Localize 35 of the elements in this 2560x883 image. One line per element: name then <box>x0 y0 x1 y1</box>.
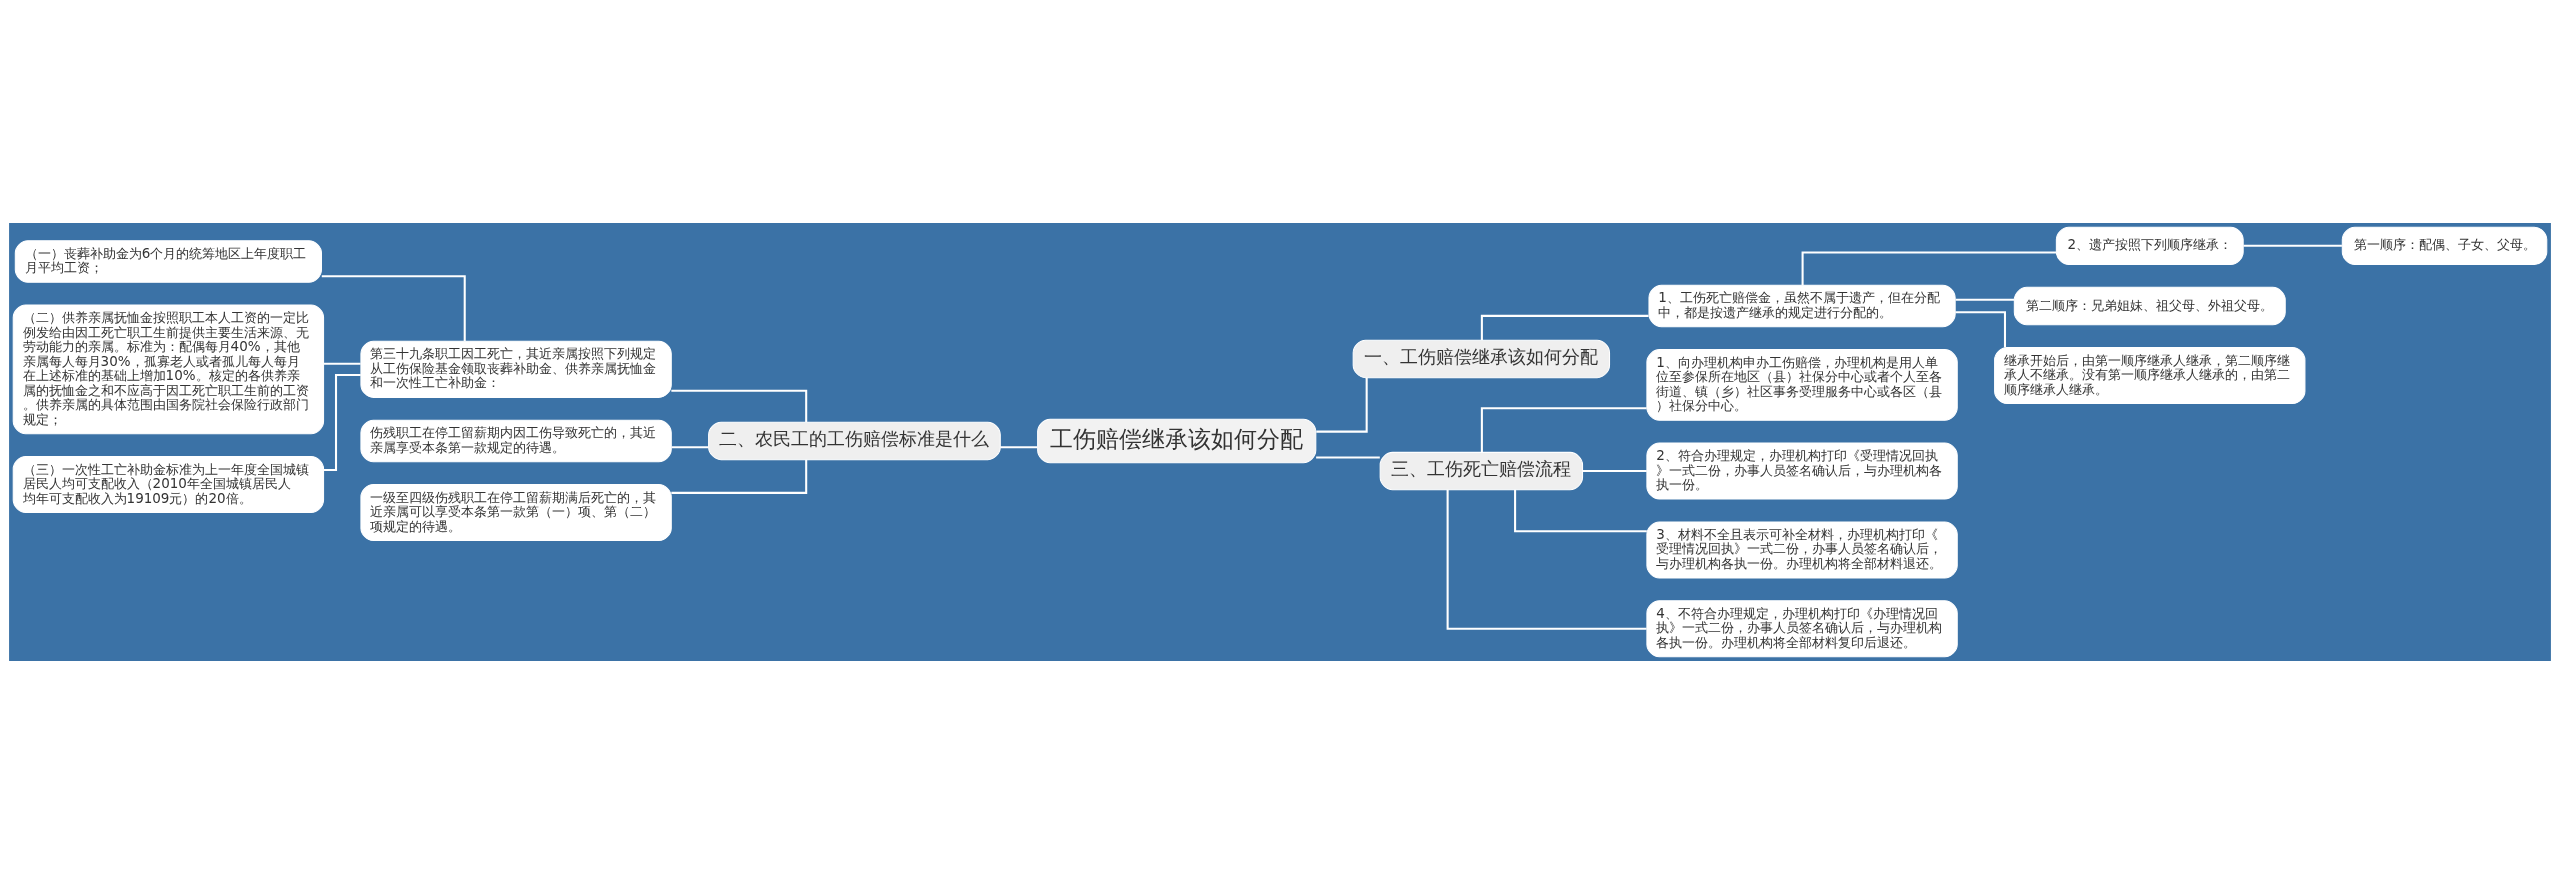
node-box: 1、工伤死亡赔偿金，虽然不属于遗产，但在分配中，都是按遗产继承的规定进行分配的。 <box>1648 284 1956 327</box>
connector <box>671 389 808 422</box>
node-box: 工伤赔偿继承该如何分配 <box>1037 418 1317 463</box>
node-box: 继承开始后，由第一顺序继承人继承，第二顺序继承人不继承。没有第一顺序继承人继承的，由第二顺序继承人继承。 <box>1994 346 2306 404</box>
node-box: 2、符合办理规定，办理机构打印《受理情况回执》一式二份，办事人员签名确认后，与办理机构各执一份。 <box>1646 442 1958 500</box>
node-box: 第一顺序：配偶、子女、父母。 <box>2341 226 2548 265</box>
node-box: 第二顺序：兄弟姐妹、祖父母、外祖父母。 <box>2013 286 2286 325</box>
node-box: 三、工伤死亡赔偿流程 <box>1379 451 1584 490</box>
connector <box>1446 489 1647 630</box>
node-box: 一、工伤赔偿继承该如何分配 <box>1352 339 1611 378</box>
connector <box>1480 406 1647 452</box>
node-box: 3、材料不全且表示可补全材料，办理机构打印《受理情况回执》一式二份，办事人员签名确认后，与办理机构各执一份。办理机构将全部材料退还。 <box>1646 520 1958 578</box>
node-box: （一）丧葬补助金为6个月的统筹地区上年度职工月平均工资； <box>14 239 322 283</box>
connector <box>671 459 808 494</box>
connector <box>1000 445 1038 448</box>
node-box: 伤残职工在停工留薪期内因工伤导致死亡的，其近亲属享受本条第一款规定的待遇。 <box>360 419 672 462</box>
connector <box>2243 244 2342 247</box>
connector <box>1316 456 1380 459</box>
node-box: （二）供养亲属抚恤金按照职工本人工资的一定比例发给由因工死亡职工生前提供主要生活来源、无劳动能力的亲属。标准为：配偶每月40%，其他亲属每人每月30%，孤寡老人或者孤儿每人每月在上述标准的基础上增加10%。核定的各供养亲属的抚恤金之和不应高于因工死亡职工生前的工资。供养亲属的具体范围由国务院社会保险行政部门规定； <box>12 304 325 434</box>
node-box: 二、农民工的工伤赔偿标准是什么 <box>708 421 1001 460</box>
connector <box>1514 489 1647 532</box>
node-box: 一级至四级伤残职工在停工留薪期满后死亡的，其近亲属可以享受本条第一款第（一）项、第（二）项规定的待遇。 <box>360 483 672 541</box>
connector <box>1316 377 1368 433</box>
connector <box>1582 469 1647 472</box>
node-box: 1、向办理机构申办工伤赔偿，办理机构是用人单位至参保所在地区（县）社保分中心或者个人至各街道、镇（乡）社区事务受理服务中心或各区（县）社保分中心。 <box>1646 348 1958 421</box>
node-box: 4、不符合办理规定，办理机构打印《办理情况回执》一式二份，办事人员签名确认后，与办理机构各执一份。办理机构将全部材料复印后退还。 <box>1646 599 1958 657</box>
connector <box>1955 298 2015 301</box>
connector <box>1955 310 2006 347</box>
connector <box>321 274 466 341</box>
node-box: 2、遗产按照下列顺序继承： <box>2055 226 2244 265</box>
node-box: 第三十九条职工因工死亡，其近亲属按照下列规定从工伤保险基金领取丧葬补助金、供养亲属抚恤金和一次性工亡补助金： <box>360 340 672 398</box>
connector <box>323 373 361 471</box>
node-box: （三）一次性工亡补助金标准为上一年度全国城镇居民人均可支配收入（2010年全国城镇居民人均年可支配收入为19109元）的20倍。 <box>12 455 325 513</box>
connector <box>323 362 361 365</box>
connector <box>671 445 709 448</box>
